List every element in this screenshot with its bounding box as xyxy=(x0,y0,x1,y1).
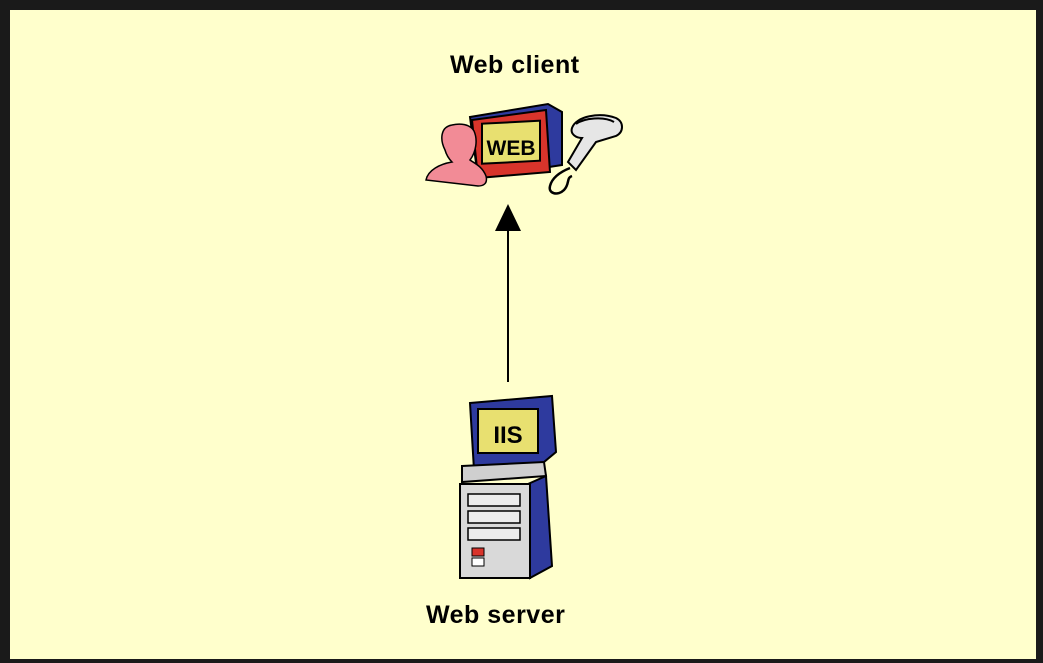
barcode-scanner-icon xyxy=(548,114,623,195)
web-client-icon: WEB xyxy=(425,102,563,187)
server-computer-icon: IIS xyxy=(459,394,558,580)
web-client-label: Web client xyxy=(450,51,580,79)
iis-screen-text: IIS xyxy=(493,422,522,449)
web-screen-text: WEB xyxy=(487,137,536,160)
connection-arrow xyxy=(495,204,521,382)
web-server-label: Web server xyxy=(426,601,566,629)
